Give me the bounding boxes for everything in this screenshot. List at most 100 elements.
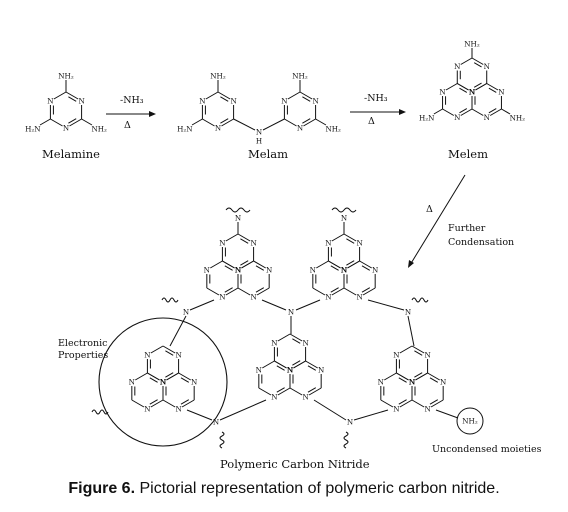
melam-nh2-left-top: NH₂ [210, 72, 226, 81]
melamine-ring-bond [50, 118, 63, 127]
figure-caption: Figure 6. Pictorial representation of po… [0, 480, 568, 498]
polymer-unit-5-ring-bond [411, 345, 425, 354]
melamine-label: Melamine [42, 147, 100, 161]
polymer-unit-4-ring-nitrogen: N [160, 378, 166, 387]
polymer-unit-2-ring-double-bond [361, 265, 371, 271]
polymer-unit-3-ring-nitrogen: N [287, 366, 293, 375]
melam-ring-right-nitrogen: N [297, 124, 303, 133]
bridge-nitrogen: N [183, 308, 189, 317]
bridge-bond [295, 299, 321, 311]
polymer-unit-3-central-nitrogen: N [287, 366, 293, 375]
bridge-bond [407, 315, 415, 347]
melamine-ring-bond [65, 91, 79, 100]
melam-bridge-hydrogen: H [256, 137, 262, 146]
melem-ring-nitrogen: N [469, 88, 475, 97]
polymer-unit-5-ring-double-bond [429, 399, 439, 405]
arrow-melam-to-melem [350, 109, 406, 115]
polymer-unit-1-ring-nitrogen: N [219, 239, 225, 248]
polymer-unit-1-ring-nitrogen: N [266, 266, 272, 275]
melamine-ring-nitrogen: N [78, 97, 84, 106]
polymer-unit-5-ring-double-bond [429, 377, 439, 383]
melam-ring-right-nitrogen: N [312, 97, 318, 106]
melem-ring-nitrogen: N [454, 62, 460, 71]
polymer-unit-2-ring-nitrogen: N [341, 266, 347, 275]
melamine-ring-nitrogen: N [47, 97, 53, 106]
polymer-unit-3-ring-nitrogen: N [302, 393, 308, 402]
polymer-unit-4-ring-bond [166, 372, 179, 381]
polymer-unit-3-ring-nitrogen: N [318, 366, 324, 375]
polymer-unit-3-ring-bond [293, 360, 306, 369]
polymer-unit-3-ring-bond [289, 387, 303, 396]
polymer-unit-4-ring-double-bond [180, 399, 190, 405]
melam-nh2-right-top: NH₂ [292, 72, 308, 81]
polymer-unit-4-ring-nitrogen: N [160, 378, 166, 387]
polymer-unit-1-central-nitrogen: N [235, 266, 241, 275]
polymer-unit-1-ring-nitrogen: N [235, 266, 241, 275]
melam-ring-left-bond [221, 118, 234, 127]
melam-ring-right-double-bond [302, 118, 311, 124]
melem-ring-double-bond [459, 108, 468, 114]
polymer-unit-2-ring-bond [343, 287, 357, 296]
polymer-unit-5-ring-bond [396, 372, 409, 381]
melem-ring-double-bond [459, 87, 468, 93]
arrow-further-condensation [408, 174, 466, 268]
melem-ring-double-bond [488, 108, 497, 114]
bridge-nitrogen: N [405, 308, 411, 317]
polymer-unit-4-ring-nitrogen: N [129, 378, 135, 387]
melam-ring-left-bond [205, 91, 219, 100]
melem-ring-bond [460, 57, 473, 65]
melem-ring-bond [486, 83, 499, 91]
heat-label-1: Δ [124, 120, 131, 131]
wavy-chain-end [91, 409, 109, 415]
polymer-unit-2-ring-nitrogen: N [356, 293, 362, 302]
polymer-unit-2-ring-bond [312, 287, 326, 296]
polymer-unit-5-ring-double-bond [398, 377, 407, 383]
polymer-unit-5-ring-nitrogen: N [424, 351, 430, 360]
polymer-unit-4-ring-nitrogen: N [144, 405, 150, 414]
polymer-unit-1-ring-bond [210, 260, 223, 269]
melam-label: Melam [248, 147, 288, 161]
polymer-unit-1-ring-bond [256, 287, 270, 296]
melam-bridge-bond [262, 118, 285, 131]
polymer-unit-4-ring-bond [162, 399, 176, 408]
melem-ring-bond [457, 83, 469, 91]
melem-ring-double-bond [488, 87, 497, 93]
polymer-unit-4-ring-bond [131, 399, 145, 408]
bridge-bond [186, 409, 213, 421]
polymer-unit-5-ring-bond [399, 345, 413, 354]
wavy-chain-end [161, 297, 179, 303]
polymer-unit-4-ring-nitrogen: N [191, 378, 197, 387]
melem-ring-bond [475, 83, 487, 91]
polymer-unit-1-ring-double-bond [255, 287, 265, 293]
heat-label-3: Δ [426, 204, 433, 215]
polymer-unit-2-ring-double-bond [330, 287, 339, 293]
polymer-unit-4-ring-double-bond [165, 372, 174, 378]
melam-ring-left-double-bond [220, 96, 229, 102]
condensation-label: Condensation [448, 237, 514, 248]
loss-label-2: -NH₃ [364, 93, 388, 104]
polymer-unit-2-ring-bond [331, 233, 345, 242]
polymer-unit-2-ring-bond [328, 260, 341, 269]
terminal-nitrogen: N [341, 214, 347, 223]
polymer-unit-4-ring-nitrogen: N [144, 351, 150, 360]
melem-label: Melem [448, 147, 488, 161]
polymer-unit-1-ring-bond [237, 287, 251, 296]
properties-label: Properties [58, 350, 108, 361]
polymer-unit-4-ring-double-bond [180, 377, 190, 383]
polymer-unit-1-ring-nitrogen: N [250, 293, 256, 302]
caption-text: Pictorial representation of polymeric ca… [135, 480, 500, 497]
polymer-unit-5-ring-bond [415, 372, 428, 381]
polymer-unit-1-ring-double-bond [240, 238, 249, 244]
polymer-unit-2-ring-double-bond [346, 238, 355, 244]
melam-bridge-bond [233, 118, 256, 131]
polymer-unit-4-ring-bond [147, 372, 160, 381]
bridge-bond [435, 409, 459, 419]
melem-ring-nitrogen: N [454, 113, 460, 122]
melam-ring-left-double-bond [220, 118, 229, 124]
polymer-unit-5-ring-nitrogen: N [440, 378, 446, 387]
polymer-unit-2-ring-nitrogen: N [356, 239, 362, 248]
polymer-unit-4-ring-nitrogen: N [175, 351, 181, 360]
polymer-unit-1-ring-bond [253, 260, 266, 269]
